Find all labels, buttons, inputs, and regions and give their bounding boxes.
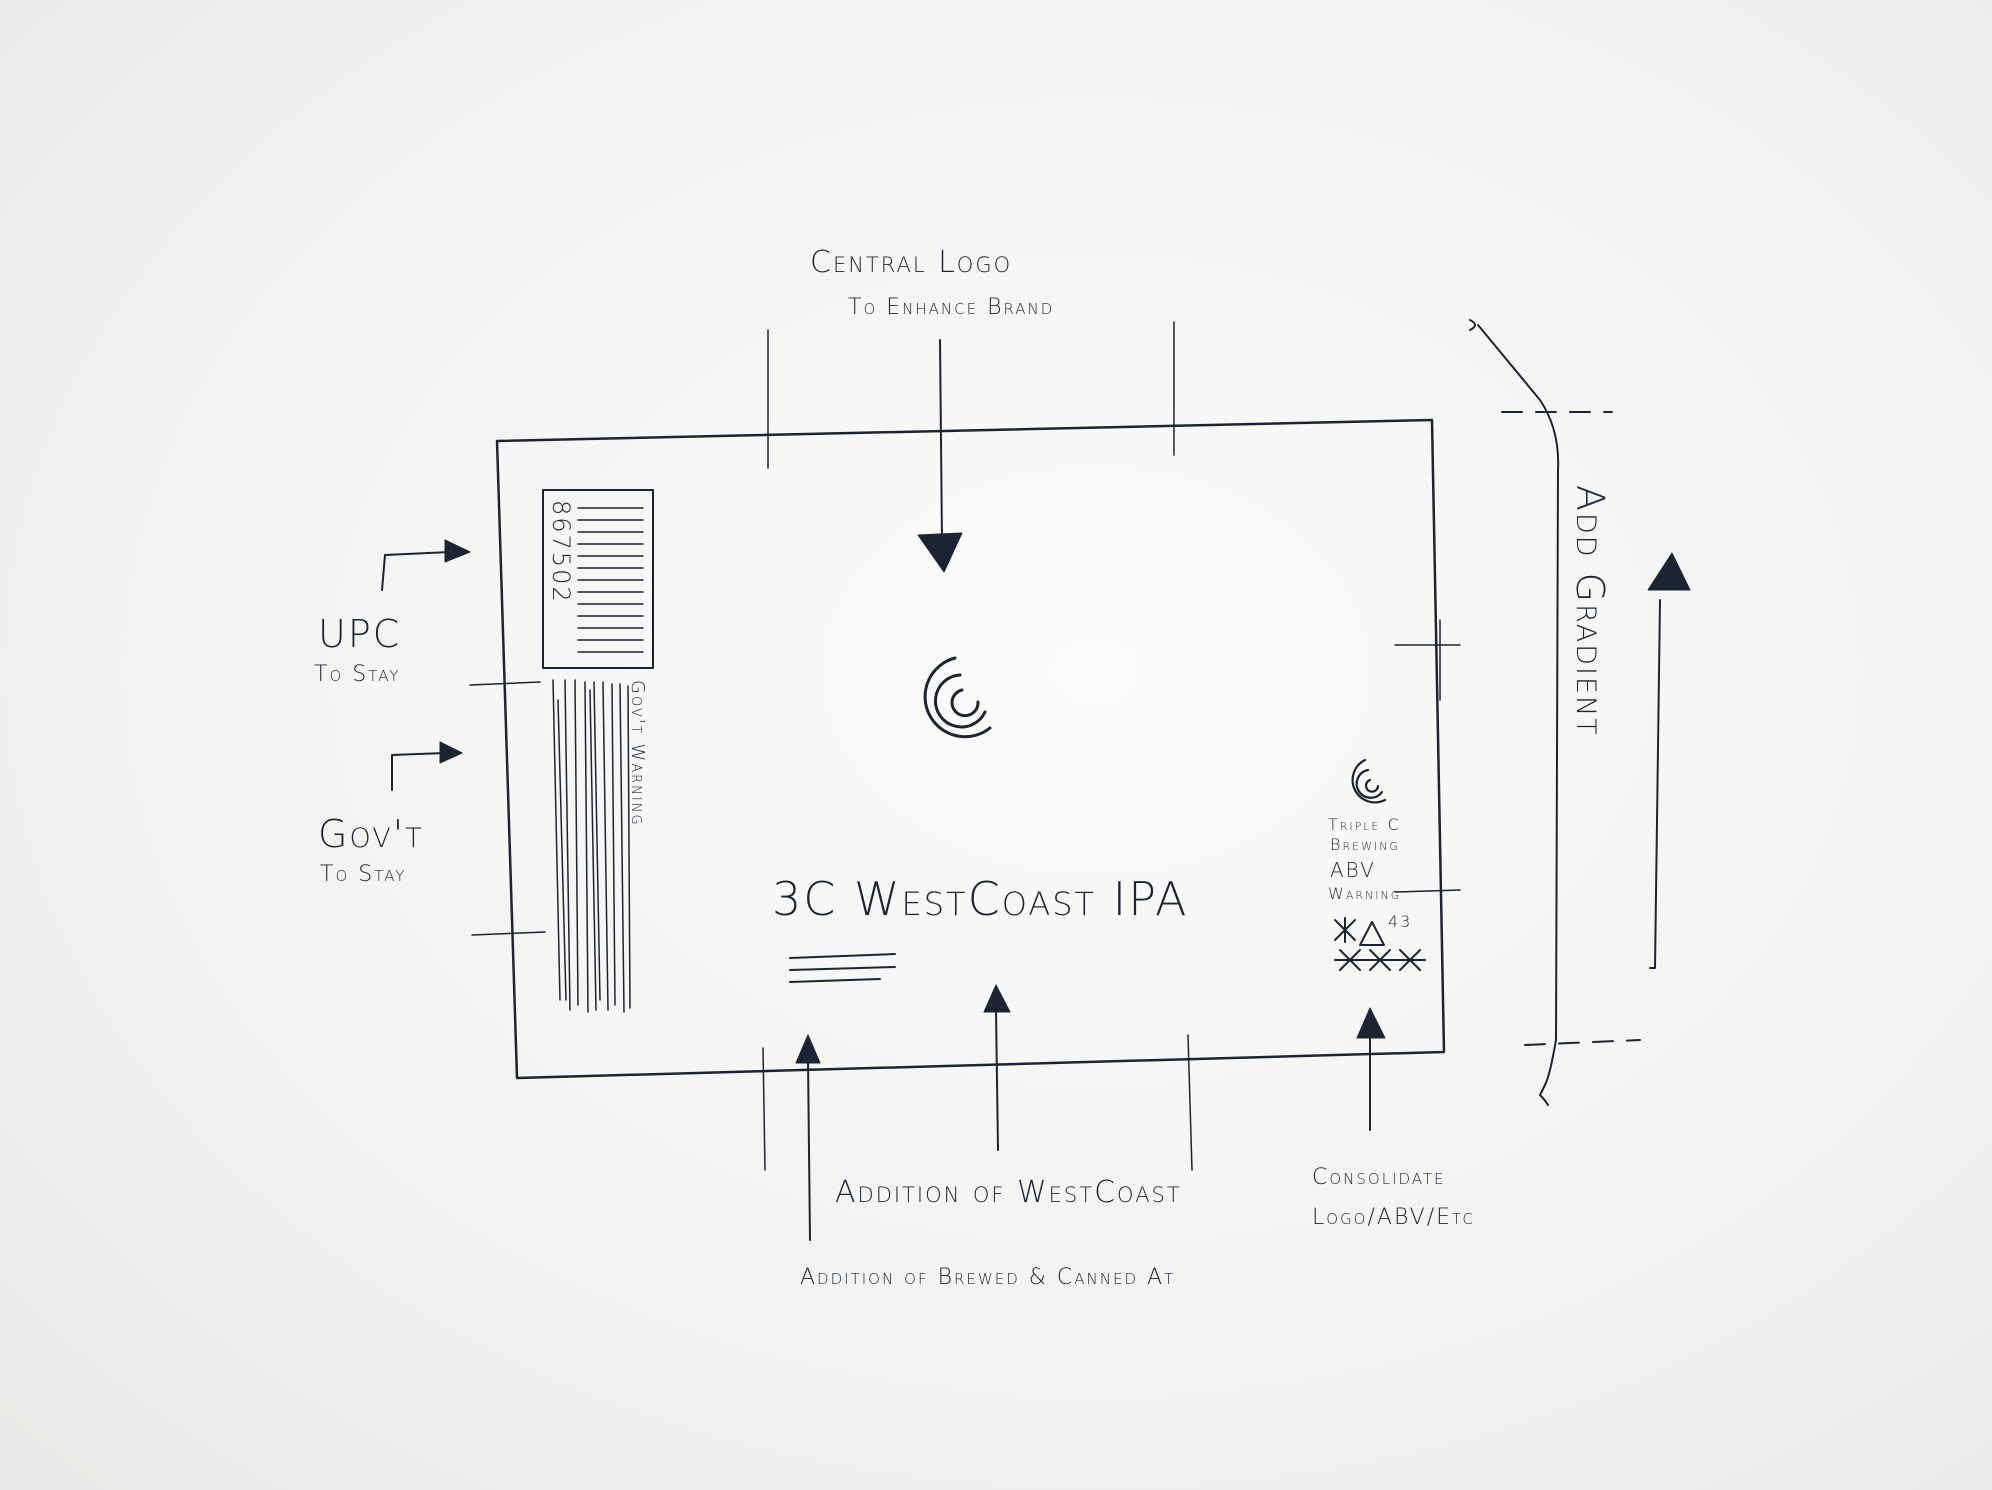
westcoast-arrow [996,1010,998,1150]
side-line-brewing: Brewing [1330,835,1400,854]
guide-right-low [1395,890,1460,892]
central-logo-title: Central Logo [810,245,1012,280]
govt-subtitle: To Stay [320,862,406,887]
triple-c-logo-icon [925,658,990,737]
brewed-arrow [808,1060,810,1240]
guide-left-bottom [763,1048,765,1170]
upc-lines [578,508,643,652]
consolidate-line1: Consolidate [1312,1165,1446,1190]
upc-number: 867502 [547,500,575,604]
consolidate-arrowhead [1357,1008,1385,1038]
gradient-arrowhead [1648,553,1690,590]
upc-arrow [382,552,450,590]
guide-right-bottom [1188,1035,1192,1170]
gradient-bottom-dash [1525,1040,1640,1045]
central-logo-arrow [940,340,942,540]
central-logo-arrowhead [918,533,962,572]
upc-arrowhead [445,540,470,562]
add-gradient-label: Add Gradient [1568,485,1612,737]
gradient-bracket [1470,320,1558,1105]
side-line-warning: Warning [1328,884,1401,903]
side-logo-icon [1353,760,1385,802]
product-name: 3C WestCoast IPA [772,872,1189,926]
addition-brewed-label: Addition of Brewed & Canned At [800,1265,1175,1290]
gradient-arrow [1650,600,1660,968]
consolidate-line2: Logo/ABV/Etc [1312,1205,1475,1230]
govt-arrow [392,753,445,790]
govt-arrowhead [440,742,462,763]
govt-warning-text: Gov't Warning [627,680,648,827]
central-logo-subtitle: To Enhance Brand [848,295,1054,320]
guide-left-low [472,932,545,935]
side-line-abv: ABV [1330,858,1376,882]
upc-subtitle: To Stay [314,662,400,687]
product-sublines [790,954,895,982]
westcoast-arrowhead [984,985,1010,1012]
side-line-number: 43 [1388,912,1412,931]
upc-title: UPC [318,612,401,656]
side-line-brand: Triple C [1328,815,1401,834]
brewed-arrowhead [796,1035,820,1063]
govt-warning-lines [553,680,630,1012]
govt-title: Gov't [318,812,424,856]
addition-westcoast-label: Addition of WestCoast [835,1175,1182,1210]
